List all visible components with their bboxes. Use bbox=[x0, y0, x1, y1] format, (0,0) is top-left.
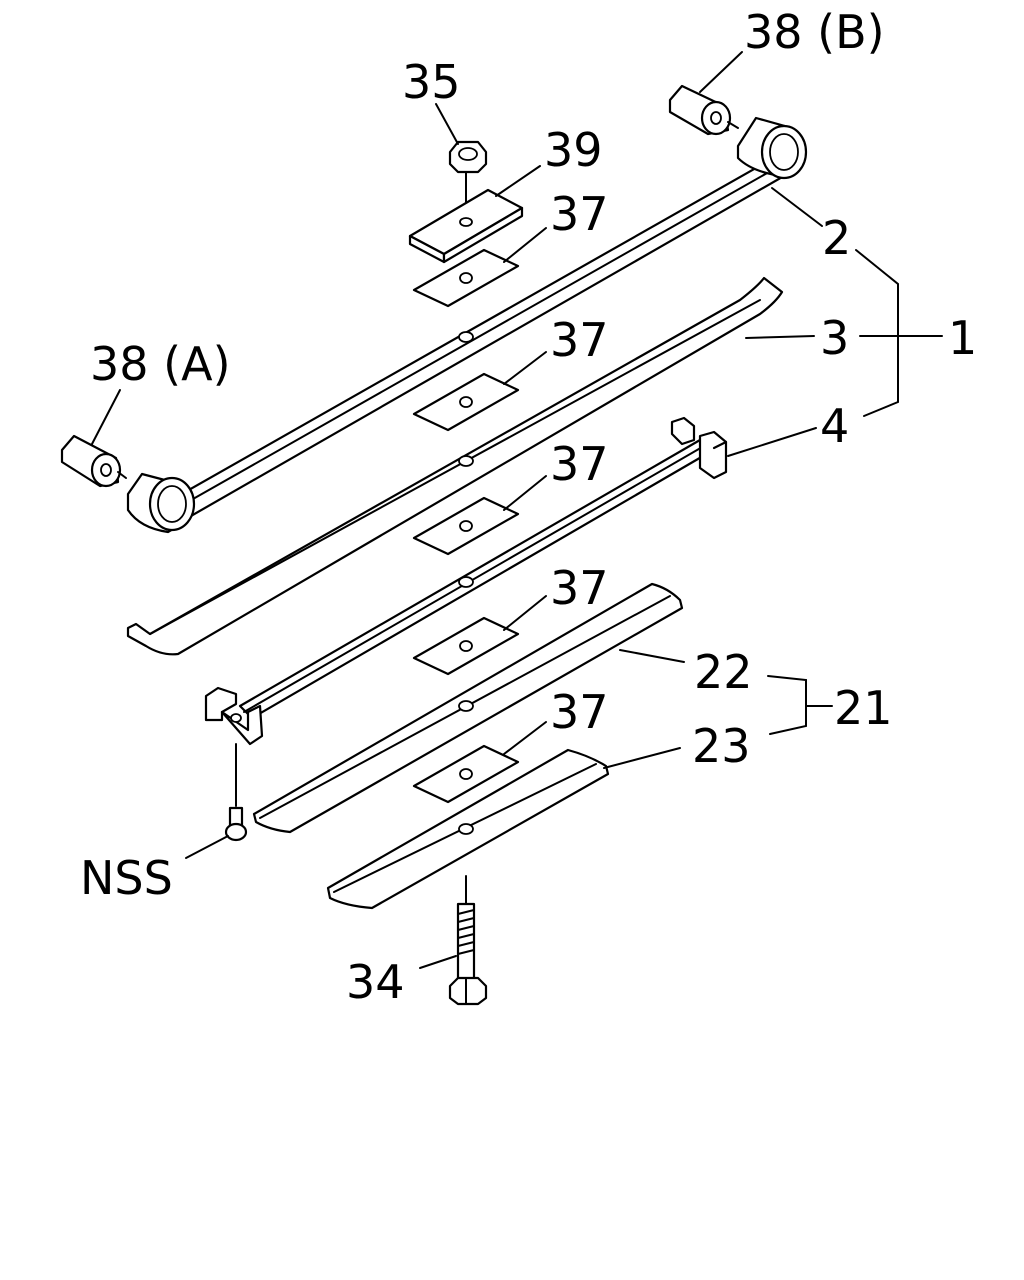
main-leaf-2 bbox=[126, 116, 808, 534]
liner-37-d bbox=[412, 616, 520, 676]
leaf-23-center-hole bbox=[458, 823, 474, 835]
bushing-38a bbox=[60, 434, 127, 488]
leaf-3-center-hole bbox=[458, 455, 474, 467]
leaf-22 bbox=[252, 582, 684, 834]
liner-37-b bbox=[412, 372, 520, 432]
callout-21: 21 bbox=[834, 681, 893, 735]
leaf-eye-left bbox=[126, 472, 196, 534]
bushing-38b bbox=[668, 84, 739, 136]
leaf-23 bbox=[326, 748, 610, 910]
callout-37-e: 37 bbox=[550, 685, 609, 739]
callout-38a: 38 (A) bbox=[90, 337, 231, 391]
callout-37-d: 37 bbox=[550, 561, 609, 615]
leaf-4 bbox=[204, 416, 728, 807]
callout-labels: 38 (B) 35 39 37 2 38 (A) 37 3 1 4 37 37 … bbox=[80, 5, 977, 1009]
center-bolt-34 bbox=[448, 875, 488, 1006]
liner-37-e bbox=[412, 744, 520, 804]
callout-37-c: 37 bbox=[550, 437, 609, 491]
leaf-3 bbox=[126, 276, 784, 656]
callout-39: 39 bbox=[544, 123, 603, 177]
leaf-2-center-hole bbox=[458, 331, 474, 343]
callout-2: 2 bbox=[822, 211, 851, 265]
callout-37-a: 37 bbox=[550, 187, 609, 241]
callout-4: 4 bbox=[820, 399, 849, 453]
liner-37-a bbox=[412, 248, 520, 308]
leader-lines bbox=[91, 51, 943, 969]
leaf-4-clip-left bbox=[204, 686, 264, 746]
callout-35: 35 bbox=[402, 55, 461, 109]
callout-23: 23 bbox=[692, 719, 751, 773]
callout-38b: 38 (B) bbox=[744, 5, 885, 59]
callout-22: 22 bbox=[694, 645, 753, 699]
rivet-nss bbox=[224, 806, 248, 842]
leaf-4-clip-right bbox=[670, 416, 728, 480]
leaf-eye-right bbox=[736, 116, 808, 180]
callout-34: 34 bbox=[346, 955, 405, 1009]
leaf-4-center-hole bbox=[458, 576, 474, 588]
callout-1: 1 bbox=[948, 311, 977, 365]
callout-37-b: 37 bbox=[550, 313, 609, 367]
clip-plate-39 bbox=[408, 188, 524, 264]
liner-37-c bbox=[412, 496, 520, 556]
callout-nss: NSS bbox=[80, 851, 173, 905]
leaf-22-center-hole bbox=[458, 700, 474, 712]
callout-3: 3 bbox=[820, 311, 849, 365]
